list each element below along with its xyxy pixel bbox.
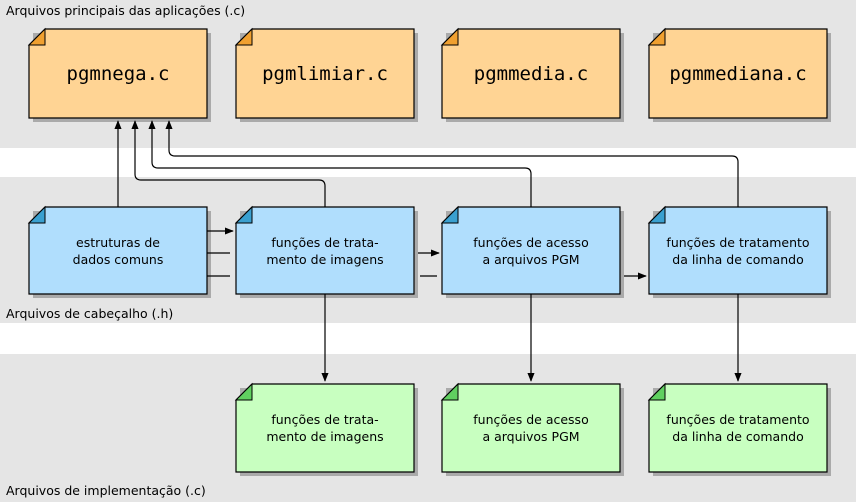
include-arrow-image-processing — [131, 120, 326, 207]
header-file-label-line2: da linha de comando — [672, 252, 803, 267]
main-file-pgmnega: pgmnega.c — [27, 27, 211, 122]
impl-files-band-label: Arquivos de implementação (.c) — [6, 483, 206, 498]
impl-file-label-line2: a arquivos PGM — [482, 429, 579, 444]
impl-file-label-line2: mento de imagens — [266, 429, 383, 444]
main-files-band-label: Arquivos principais das aplicações (.c) — [6, 3, 245, 18]
header-file-image-processing: funções de trata- mento de imagens — [234, 205, 418, 298]
header-file-label-line2: a arquivos PGM — [482, 252, 579, 267]
impl-file-label-line1: funções de acesso — [473, 412, 588, 427]
header-file-label-line1: estruturas de — [76, 235, 160, 250]
main-file-label: pgmlimiar.c — [262, 63, 388, 85]
impl-file-pgm-access: funções de acesso a arquivos PGM — [440, 382, 624, 476]
main-file-label: pgmnega.c — [67, 63, 170, 85]
impl-file-label-line1: funções de tratamento — [666, 412, 809, 427]
main-file-pgmmedia: pgmmedia.c — [440, 27, 624, 122]
main-file-label: pgmmedia.c — [474, 63, 588, 85]
header-file-label-line1: funções de trata- — [271, 235, 378, 250]
header-file-label-line2: mento de imagens — [266, 252, 383, 267]
main-file-label: pgmmediana.c — [669, 63, 806, 85]
main-file-pgmlimiar: pgmlimiar.c — [234, 27, 418, 122]
header-file-pgm-access: funções de acesso a arquivos PGM — [440, 205, 624, 298]
impl-file-label-line2: da linha de comando — [672, 429, 803, 444]
main-file-pgmmediana: pgmmediana.c — [647, 27, 831, 122]
include-arrow-command-line — [165, 120, 739, 207]
impl-file-label-line1: funções de trata- — [271, 412, 378, 427]
header-file-label-line1: funções de tratamento — [666, 235, 809, 250]
impl-file-image-processing: funções de trata- mento de imagens — [234, 382, 418, 476]
header-file-label-line1: funções de acesso — [473, 235, 588, 250]
header-files-band-label: Arquivos de cabeçalho (.h) — [6, 306, 173, 321]
include-arrow-pgm-access — [148, 120, 532, 207]
header-file-label-line2: dados comuns — [73, 252, 164, 267]
impl-file-command-line: funções de tratamento da linha de comand… — [647, 382, 831, 476]
header-file-common-structs: estruturas de dados comuns — [27, 205, 211, 298]
header-file-command-line: funções de tratamento da linha de comand… — [647, 205, 831, 298]
